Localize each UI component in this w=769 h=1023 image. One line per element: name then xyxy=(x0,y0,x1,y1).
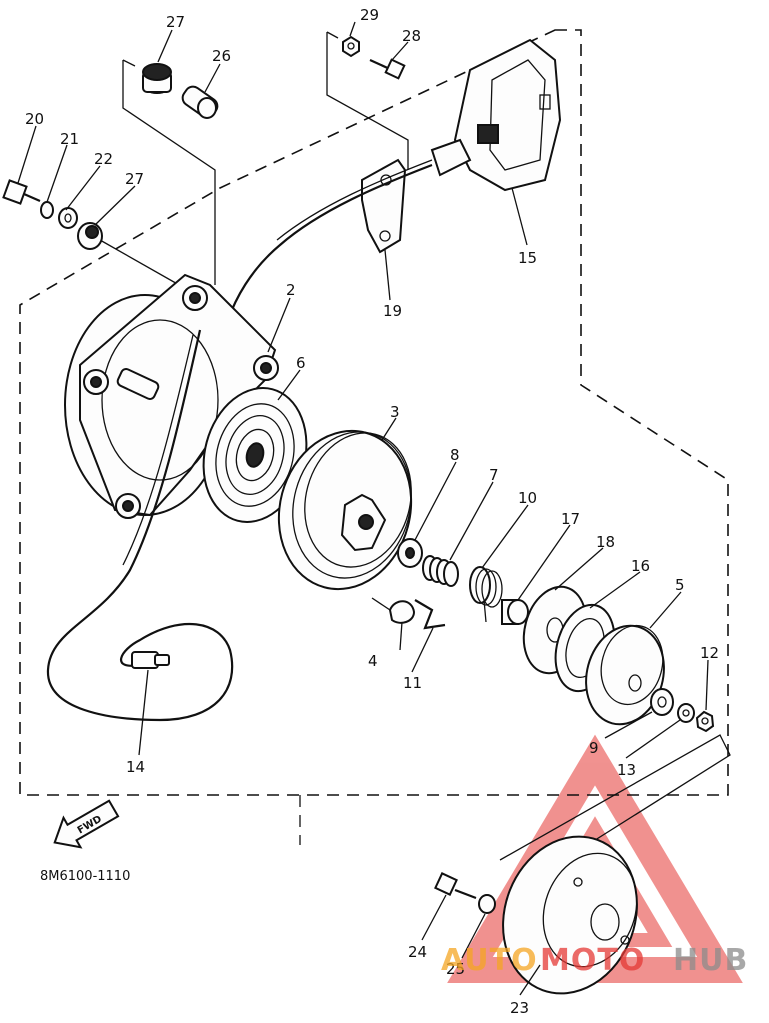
part-26-bushing xyxy=(181,85,219,119)
part-29-nut xyxy=(342,35,360,58)
label-part-2: 2 xyxy=(286,281,296,299)
part-27-top-collar xyxy=(142,63,172,94)
label-part-17: 17 xyxy=(561,510,580,528)
part-10-spring xyxy=(469,566,503,623)
label-part-5: 5 xyxy=(675,576,685,594)
svg-text:HUB: HUB xyxy=(673,943,748,978)
label-part-20: 20 xyxy=(25,110,44,128)
fwd-arrow-icon: FWD xyxy=(53,799,120,849)
label-part-28: 28 xyxy=(402,27,421,45)
label-part-11: 11 xyxy=(403,674,422,692)
label-part-27-side: 27 xyxy=(125,170,144,188)
label-part-8: 8 xyxy=(450,446,460,464)
label-part-13: 13 xyxy=(617,761,636,779)
part-14-rope xyxy=(46,329,234,722)
part-2-starter-housing xyxy=(64,273,279,519)
label-part-12: 12 xyxy=(700,644,719,662)
part-25-washer xyxy=(478,894,496,914)
label-part-10: 10 xyxy=(518,489,537,507)
part-24-bolt xyxy=(434,872,477,900)
part-13-washer xyxy=(677,703,695,723)
leader-lower-assembly xyxy=(499,734,731,879)
label-part-6: 6 xyxy=(296,354,306,372)
part-12-nut xyxy=(695,710,715,733)
part-27-side-collar xyxy=(77,222,103,250)
part-20-bolt xyxy=(2,179,41,205)
label-part-23: 23 xyxy=(510,999,529,1017)
label-part-24: 24 xyxy=(408,943,427,961)
part-9-washer xyxy=(650,688,674,716)
label-part-27-top: 27 xyxy=(166,13,185,31)
part-23-drive-cup xyxy=(502,835,638,995)
diagram-code: 8M6100-1110 xyxy=(40,869,130,884)
part-28-bolt xyxy=(369,58,406,80)
part-11-clip xyxy=(414,599,446,630)
label-part-18: 18 xyxy=(596,533,615,551)
label-part-15: 15 xyxy=(518,249,537,267)
starter-rope xyxy=(226,163,433,321)
part-4-pawl xyxy=(388,600,416,624)
part-5-drive-plate xyxy=(585,624,665,726)
label-part-9: 9 xyxy=(589,739,599,757)
part-7-spring xyxy=(422,555,459,587)
label-part-21: 21 xyxy=(60,130,79,148)
part-8-washer xyxy=(397,538,423,568)
part-6-recoil-spring xyxy=(202,387,308,523)
watermark-text: AUTO MOTO HUB xyxy=(441,943,748,978)
label-part-22: 22 xyxy=(94,150,113,168)
assembly-boundary xyxy=(19,29,729,796)
svg-text:MOTO: MOTO xyxy=(540,943,645,978)
part-15-handle xyxy=(430,38,562,192)
label-part-26: 26 xyxy=(212,47,231,65)
label-part-3: 3 xyxy=(390,403,400,421)
label-part-19: 19 xyxy=(383,302,402,320)
label-part-29: 29 xyxy=(360,6,379,24)
label-part-25: 25 xyxy=(446,960,465,978)
label-part-4: 4 xyxy=(368,652,378,670)
label-part-7: 7 xyxy=(489,466,499,484)
svg-text:AUTO: AUTO xyxy=(441,943,538,978)
leader-bracket-26-27 xyxy=(122,60,216,285)
label-part-14: 14 xyxy=(126,758,145,776)
part-19-bracket xyxy=(361,158,407,254)
part-22-washer xyxy=(58,207,78,229)
part-17-collar xyxy=(501,599,529,625)
label-part-16: 16 xyxy=(631,557,650,575)
part-3-pulley xyxy=(277,429,413,591)
leader-bracket-28-29 xyxy=(326,32,409,170)
part-21-washer xyxy=(40,201,54,219)
